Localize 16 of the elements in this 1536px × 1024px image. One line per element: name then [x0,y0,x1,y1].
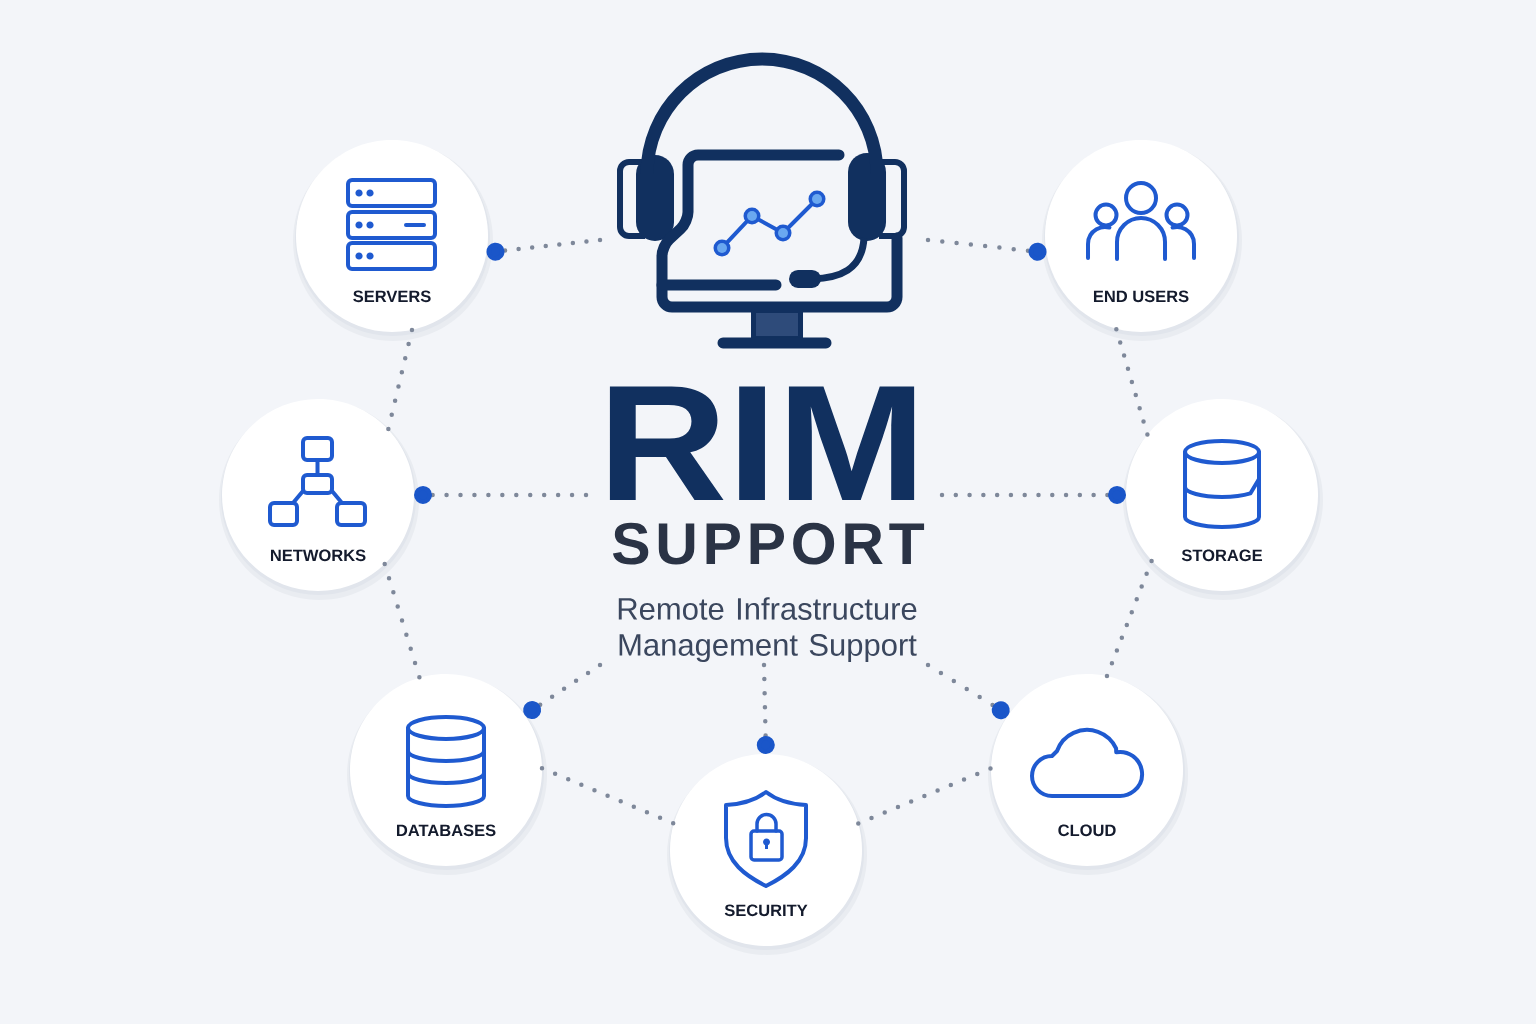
dotted-connector [414,486,589,504]
dotted-line [385,327,415,432]
dotted-connector [925,662,1010,720]
subheading: SUPPORT [612,522,925,565]
dotted-line [1104,558,1155,679]
dotted-line [382,561,422,680]
dotted-connector [939,486,1126,504]
dotted-line [856,766,994,826]
dotted-line [1113,326,1150,437]
dotted-connector [925,237,1047,261]
dotted-connector [756,662,775,754]
heading: RIM [609,386,915,500]
dotted-connector [523,662,603,719]
dotted-line [539,766,676,826]
dotted-connector [486,237,603,261]
subtitle: Remote Infrastructure Management Support [618,597,917,663]
